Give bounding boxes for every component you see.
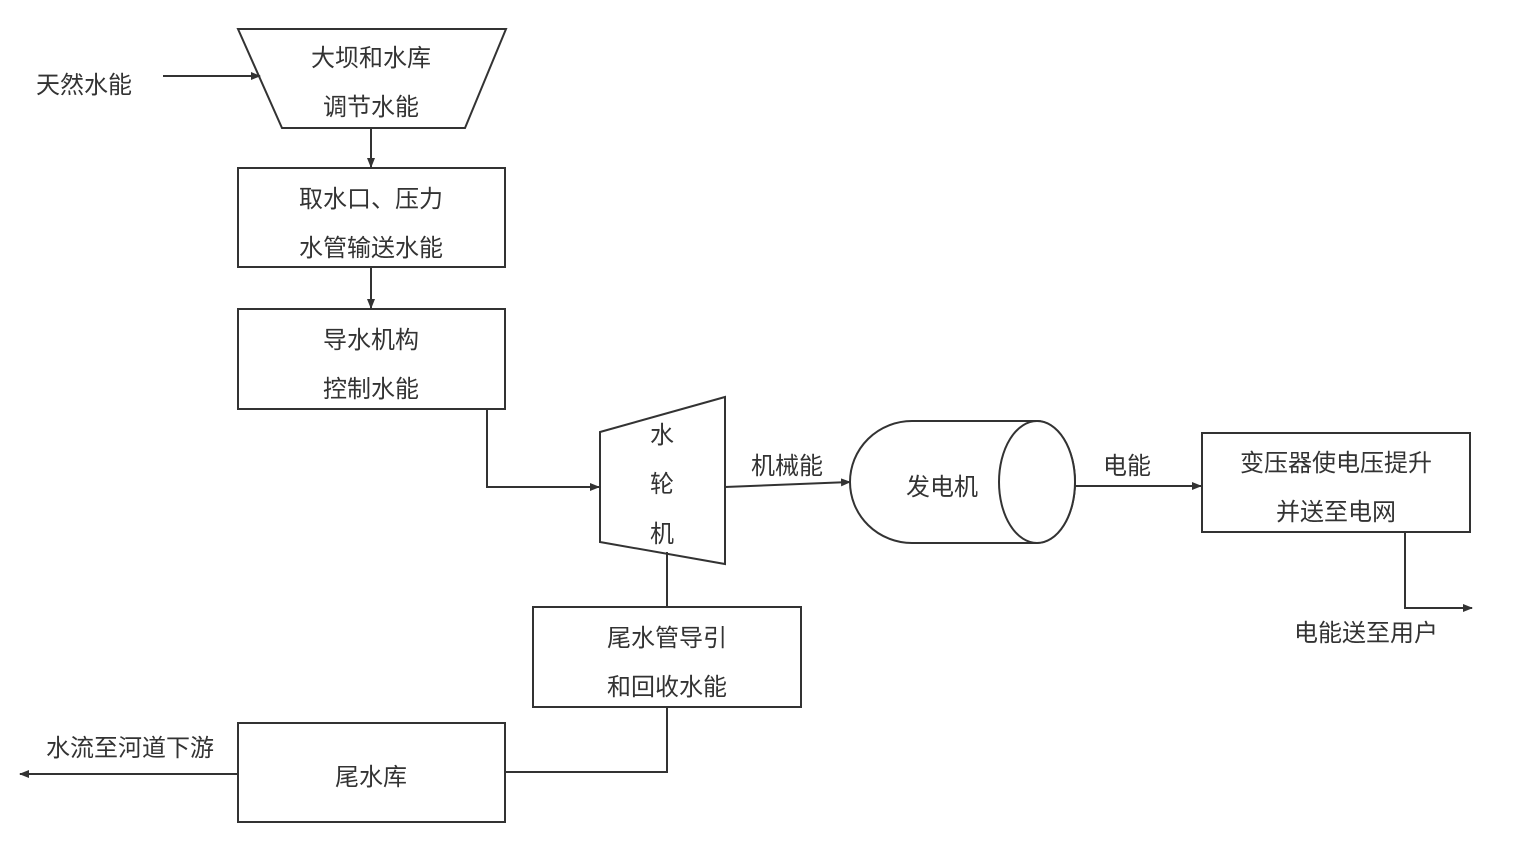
guide-mechanism-box [237, 308, 506, 410]
turbine-char-2: 轮 [650, 470, 674, 498]
dam-label-line2: 调节水能 [323, 93, 419, 121]
guide-label-line2: 控制水能 [323, 375, 419, 403]
natural-water-energy-label: 天然水能 [36, 71, 132, 99]
transformer-box [1201, 432, 1471, 533]
transformer-to-user-arrow [1404, 532, 1473, 612]
draft-tube-box [532, 606, 802, 708]
turbine-char-1: 水 [650, 421, 674, 449]
draft-tube-label-line2: 和回收水能 [607, 673, 727, 701]
draft-tube-label-line1: 尾水管导引 [607, 624, 727, 652]
turbine-char-3: 机 [650, 520, 674, 548]
intake-box [237, 167, 506, 268]
intake-label-line1: 取水口、压力 [299, 185, 443, 213]
generator-cylinder-face [998, 420, 1076, 544]
electric-energy-label: 电能 [1103, 452, 1151, 480]
mechanical-energy-label: 机械能 [751, 452, 823, 480]
downstream-label: 水流至河道下游 [46, 734, 214, 762]
intake-label-line2: 水管输送水能 [299, 234, 443, 262]
transformer-label-line1: 变压器使电压提升 [1240, 449, 1432, 477]
tailrace-label: 尾水库 [335, 763, 407, 791]
turbine-shape [599, 395, 726, 566]
generator-label: 发电机 [906, 473, 978, 501]
guide-label-line1: 导水机构 [323, 326, 419, 354]
turbine-to-generator-arrow [724, 478, 851, 488]
dam-label-line1: 大坝和水库 [311, 44, 431, 72]
to-user-label: 电能送至用户 [1294, 619, 1438, 647]
transformer-label-line2: 并送至电网 [1276, 498, 1396, 526]
draft-tube-to-tailrace-line [505, 707, 668, 773]
dam-reservoir-shape [236, 28, 508, 129]
guide-to-turbine-arrow [486, 409, 600, 491]
